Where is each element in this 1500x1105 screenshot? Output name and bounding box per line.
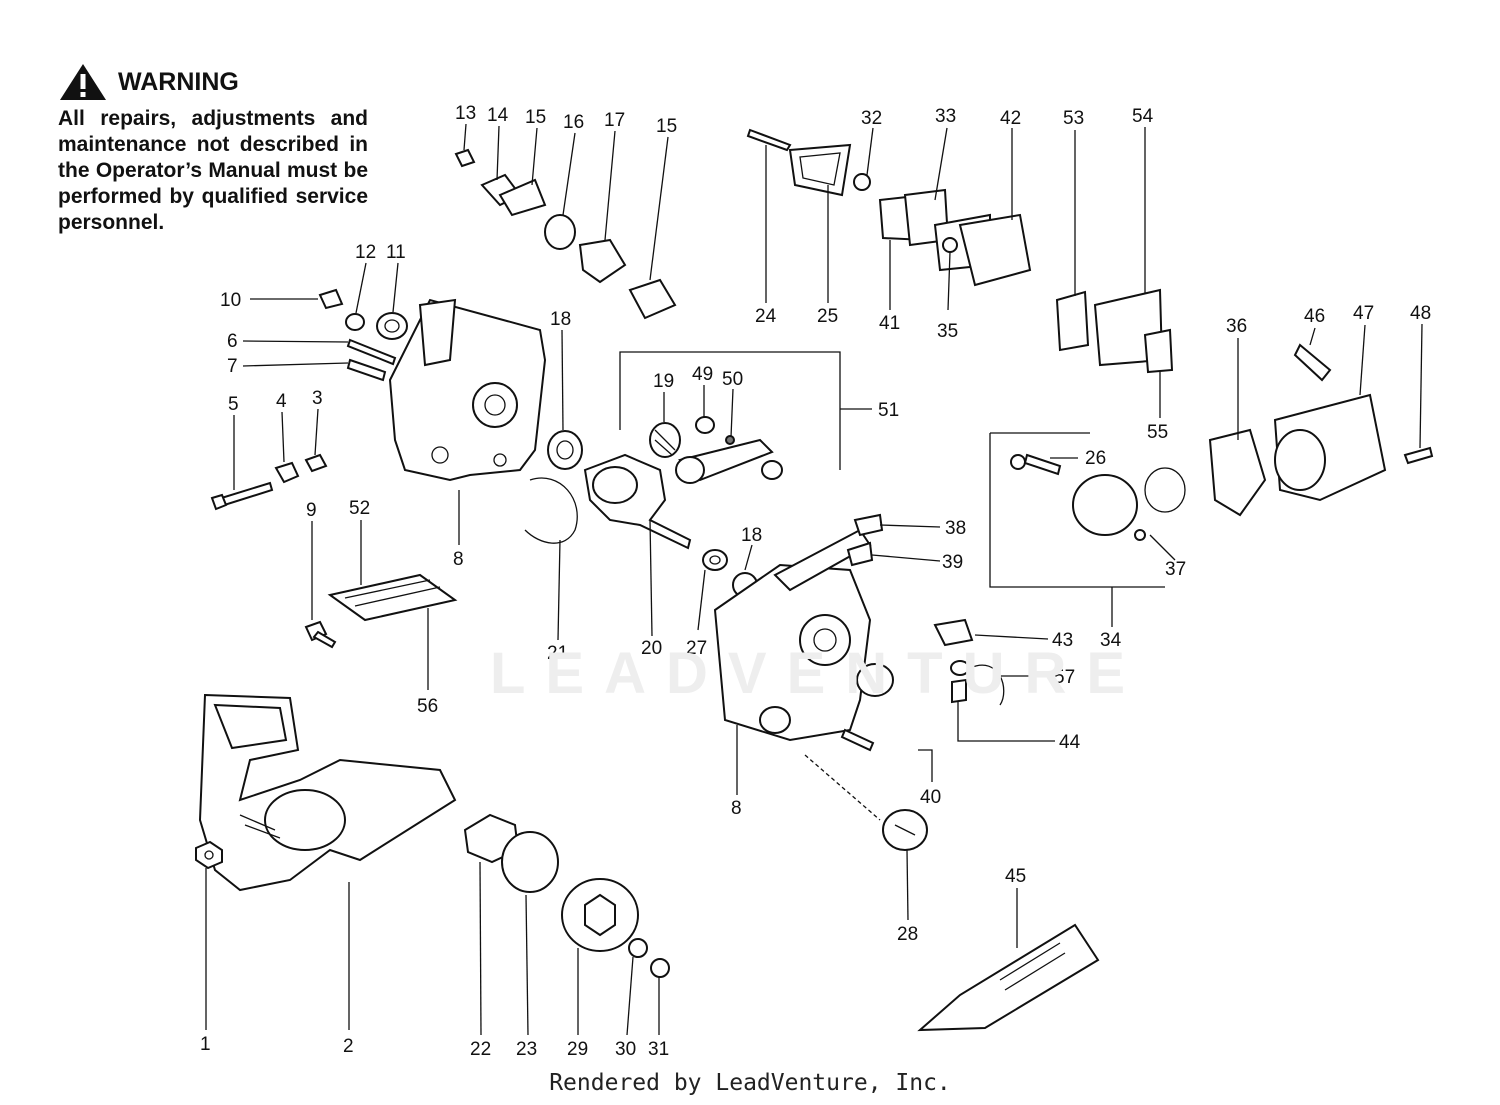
callout-label: 23 (516, 1039, 537, 1060)
callout-label: 18 (550, 309, 571, 330)
callout-label: 2 (343, 1036, 354, 1057)
leader-lines (205, 123, 1423, 1036)
callout-label: 55 (1147, 422, 1168, 443)
decal-parts (304, 573, 458, 649)
callout-label: 21 (547, 643, 568, 664)
callout-label: 54 (1132, 106, 1154, 127)
connecting-rod-set (649, 416, 783, 484)
callout-label: 36 (1226, 316, 1247, 337)
callout-label: 24 (755, 306, 777, 327)
callout-label: 47 (1353, 303, 1374, 324)
callout-label: 42 (1000, 108, 1021, 129)
callout-label: 39 (942, 552, 963, 573)
callout-label: 40 (920, 787, 941, 808)
callout-label: 16 (563, 112, 584, 133)
callout-label: 27 (686, 638, 707, 659)
crankcase-left (388, 298, 547, 482)
callout-label: 12 (355, 242, 376, 263)
callout-label: 45 (1005, 866, 1026, 887)
nut-part (195, 840, 223, 870)
clutch-parts (463, 813, 670, 978)
callout-label: 52 (349, 498, 370, 519)
callout-label: 28 (897, 924, 918, 945)
callout-label: 9 (306, 500, 317, 521)
callout-label: 20 (641, 638, 662, 659)
callout-label: 32 (861, 108, 882, 129)
callout-label: 48 (1410, 303, 1431, 324)
callout-label: 35 (937, 321, 958, 342)
muffler-plates (1055, 288, 1174, 374)
callout-label: 25 (817, 306, 838, 327)
callout-label: 33 (935, 106, 956, 127)
callout-label: 31 (648, 1039, 669, 1060)
callout-label: 19 (653, 371, 674, 392)
warning-title: WARNING (118, 68, 239, 96)
callout-label: 5 (228, 394, 239, 415)
callout-label: 46 (1304, 306, 1325, 327)
cylinder-parts (1208, 343, 1434, 517)
watermark: LEADVENTURE (490, 641, 1146, 706)
callout-label: 15 (656, 116, 677, 137)
callout-label: 8 (453, 549, 464, 570)
warning-block: WARNING All repairs, adjustments and mai… (58, 62, 368, 236)
callout-label: 4 (276, 391, 287, 412)
callout-label: 34 (1100, 630, 1122, 651)
chain-brake-housing (198, 693, 457, 892)
oil-pickup (804, 728, 928, 851)
callout-label: 6 (227, 331, 238, 352)
callout-label: 37 (1165, 559, 1186, 580)
callout-label: 41 (879, 313, 900, 334)
callout-label: 10 (220, 290, 241, 311)
callout-label: 26 (1085, 448, 1106, 469)
crankshaft-assembly (524, 430, 692, 550)
callout-label: 57 (1054, 667, 1075, 688)
callout-label: 1 (200, 1034, 211, 1055)
switch-parts (933, 618, 1005, 706)
crankcase-right (713, 513, 894, 742)
warning-text: All repairs, adjustments and maintenance… (58, 107, 368, 234)
callout-label: 50 (722, 369, 743, 390)
callout-label: 15 (525, 107, 546, 128)
callout-label: 22 (470, 1039, 491, 1060)
callout-label: 14 (487, 105, 509, 126)
intake-parts (454, 148, 677, 320)
callout-labels: 1 2 3 4 5 6 7 8 8 9 10 11 12 13 14 15 15… (200, 103, 1431, 1060)
bolt-parts (210, 288, 408, 511)
muffler-parts (746, 128, 1032, 287)
callout-label: 43 (1052, 630, 1073, 651)
callout-label: 30 (615, 1039, 636, 1060)
callout-label: 11 (386, 242, 406, 263)
callout-label: 3 (312, 388, 323, 409)
callout-label: 8 (731, 798, 742, 819)
callout-label: 29 (567, 1039, 588, 1060)
piston-group (1010, 453, 1186, 541)
callout-label: 17 (604, 110, 625, 131)
callout-label: 44 (1059, 732, 1081, 753)
warning-triangle-icon (60, 64, 106, 100)
credit-line: Rendered by LeadVenture, Inc. (549, 1070, 951, 1096)
callout-label: 13 (455, 103, 476, 124)
callout-label: 49 (692, 364, 713, 385)
callout-label: 53 (1063, 108, 1084, 129)
callout-label: 18 (741, 525, 762, 546)
callout-label: 56 (417, 696, 438, 717)
callout-label: 38 (945, 518, 966, 539)
callout-label: 7 (227, 356, 238, 377)
callout-label: 51 (878, 400, 899, 421)
grease-tube (917, 923, 1100, 1032)
warning-heading: WARNING (58, 62, 368, 102)
